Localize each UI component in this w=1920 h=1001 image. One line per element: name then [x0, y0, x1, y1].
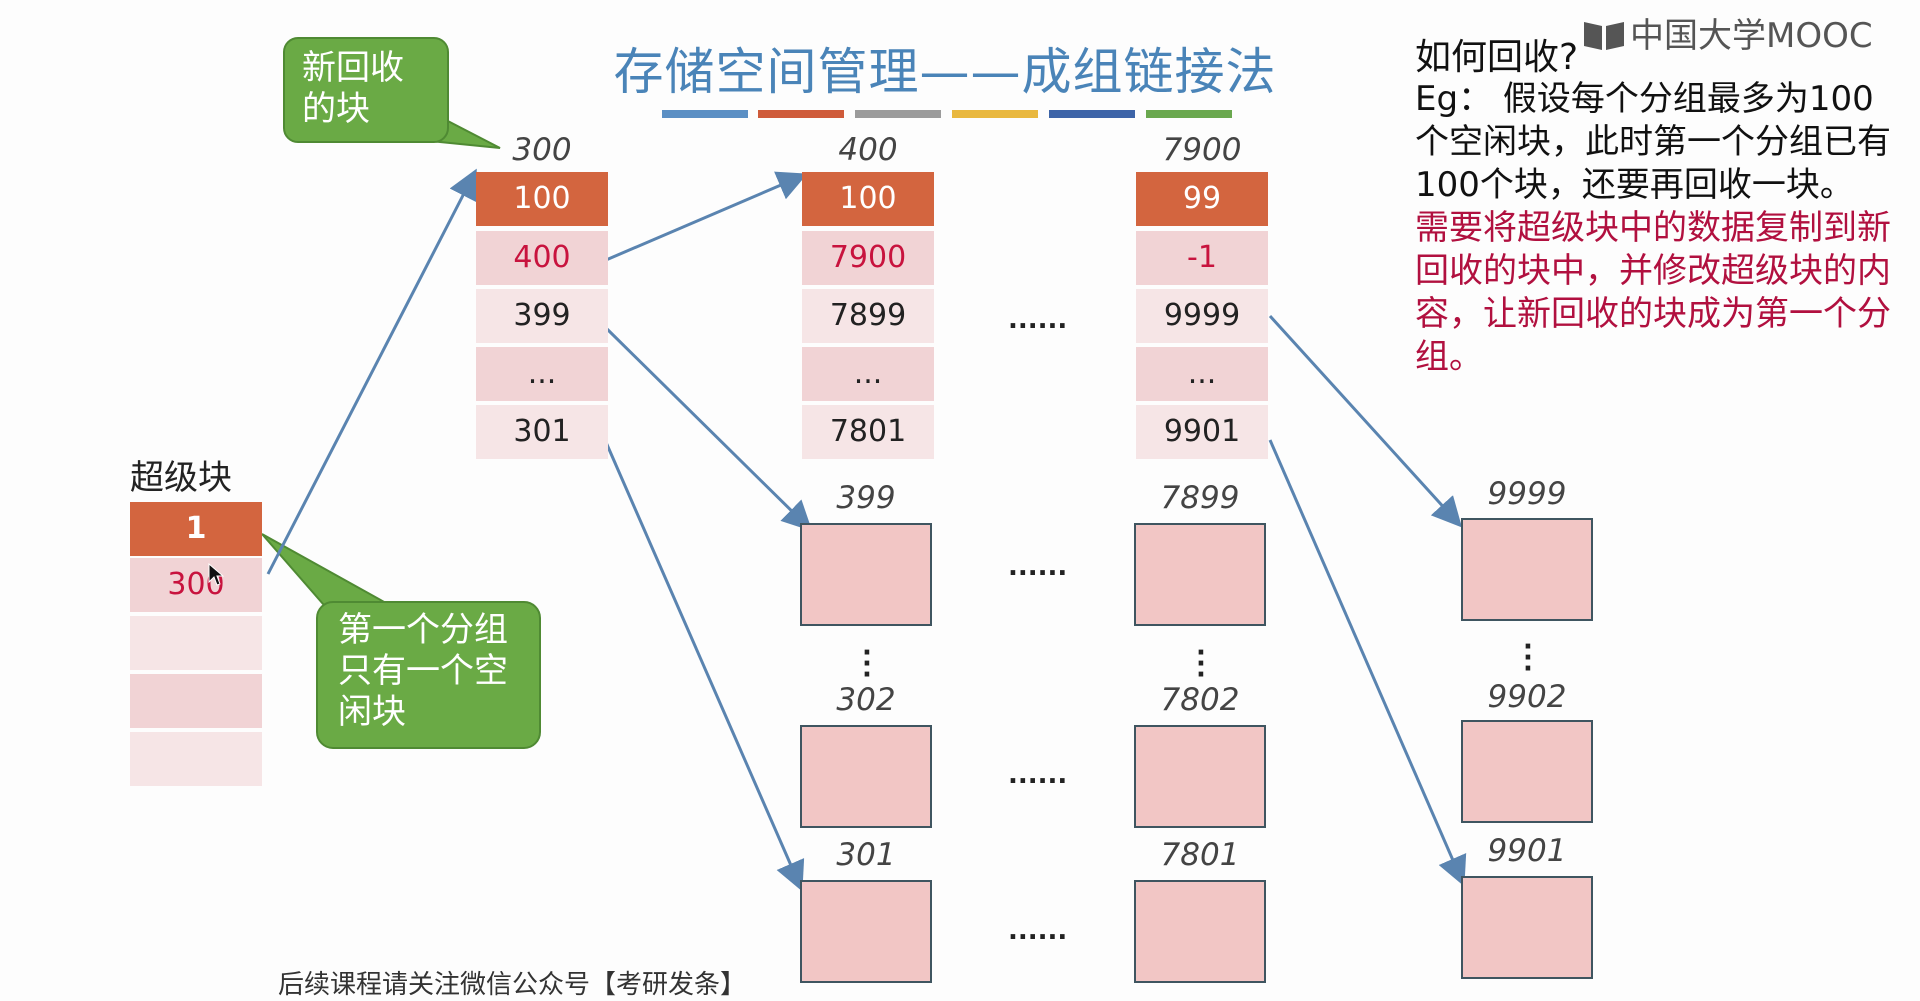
free-block-9901: [1461, 876, 1593, 979]
superblock-empty-2: [130, 674, 262, 728]
free-block-9901-label: 9901: [1487, 833, 1567, 869]
group-2-first: 7899: [802, 289, 934, 343]
free-block-7802: [1134, 725, 1266, 828]
free-block-9902-label: 9902: [1487, 679, 1567, 715]
free-block-302-label: 302: [836, 682, 896, 718]
free-block-9902: [1461, 720, 1593, 823]
free-block-399-label: 399: [836, 480, 896, 516]
free-block-7801: [1134, 880, 1266, 983]
group-1-last: 301: [476, 405, 608, 459]
group-3-first: 9999: [1136, 289, 1268, 343]
group-3-address: 7900: [1162, 132, 1242, 168]
free-block-7801-label: 7801: [1160, 837, 1240, 873]
superblock-next: 300: [130, 558, 262, 612]
superblock-count: 1: [130, 502, 262, 556]
brand-logo: 中国大学MOOC: [1582, 8, 1873, 57]
arrow-9999-to-block-9999: [1268, 314, 1463, 528]
callout-first-group-text: 第一个分组 只有一个空 闲块: [338, 610, 508, 732]
free-block-7899-label: 7899: [1160, 480, 1240, 516]
superblock-label: 超级块: [130, 458, 232, 498]
group-1-ellipsis: ...: [476, 347, 608, 401]
vertical-ellipsis-col1: ···: [862, 638, 872, 690]
ellipsis-row2: ......: [1008, 760, 1068, 790]
group-1-address: 300: [512, 132, 572, 168]
group-2-count: 100: [802, 172, 934, 226]
vertical-ellipsis-col2: ···: [1196, 638, 1206, 690]
group-2-address: 400: [838, 132, 898, 168]
arrow-301-to-block-301: [603, 439, 805, 892]
group-2-ellipsis: ...: [802, 347, 934, 401]
group-3-ellipsis: ...: [1136, 347, 1268, 401]
arrow-superblock-to-300: [266, 168, 477, 575]
brand-text: 中国大学MOOC: [1630, 16, 1873, 56]
group-3-next: -1: [1136, 231, 1268, 285]
arrow-300-to-400: [605, 171, 808, 262]
free-block-301: [800, 880, 932, 983]
group-3-count: 99: [1136, 172, 1268, 226]
title-bar-4: [952, 110, 1038, 118]
group-3-last: 9901: [1136, 405, 1268, 459]
group-1-next: 400: [476, 231, 608, 285]
arrow-9901-to-block-9901: [1268, 439, 1467, 887]
callout-new-block-text: 新回收 的块: [302, 48, 404, 129]
highlight-text: 需要将超级块中的数据复制到新回收的块中，并修改超级块的内容，让新回收的块成为第一…: [1415, 208, 1891, 377]
arrow-399-to-block-399: [604, 326, 813, 532]
title-bar-3: [855, 110, 941, 118]
group-1-first: 399: [476, 289, 608, 343]
free-block-301-label: 301: [836, 837, 896, 873]
group-1-count: 100: [476, 172, 608, 226]
superblock-empty-3: [130, 732, 262, 786]
ellipsis-row1: ......: [1008, 552, 1068, 582]
footer-note: 后续课程请关注微信公众号【考研发条】: [278, 970, 747, 1000]
title-bar-2: [758, 110, 844, 118]
superblock-empty-1: [130, 616, 262, 670]
title-bar-5: [1049, 110, 1135, 118]
mouse-cursor-icon: [208, 562, 225, 591]
free-block-9999: [1461, 518, 1593, 621]
callout-first-group-bubble: [261, 533, 541, 749]
title-bar-1: [662, 110, 748, 118]
free-block-302: [800, 725, 932, 828]
free-block-7899: [1134, 523, 1266, 626]
page-title: 存储空间管理——成组链接法: [613, 43, 1277, 101]
callout-new-block-bubble: [283, 37, 501, 149]
book-icon: [1582, 18, 1626, 52]
free-block-399: [800, 523, 932, 626]
group-2-next: 7900: [802, 231, 934, 285]
group-2-last: 7801: [802, 405, 934, 459]
free-block-7802-label: 7802: [1160, 682, 1240, 718]
question-text: 如何回收?: [1415, 37, 1579, 78]
title-bar-6: [1146, 110, 1232, 118]
example-text: Eg： 假设每个分组最多为100个空闲块，此时第一个分组已有100个块，还要再回…: [1415, 79, 1891, 205]
free-block-9999-label: 9999: [1487, 476, 1567, 512]
ellipsis-row3: ......: [1008, 916, 1068, 946]
ellipsis-groups: ......: [1008, 305, 1068, 335]
vertical-ellipsis-col3: ···: [1523, 632, 1533, 684]
